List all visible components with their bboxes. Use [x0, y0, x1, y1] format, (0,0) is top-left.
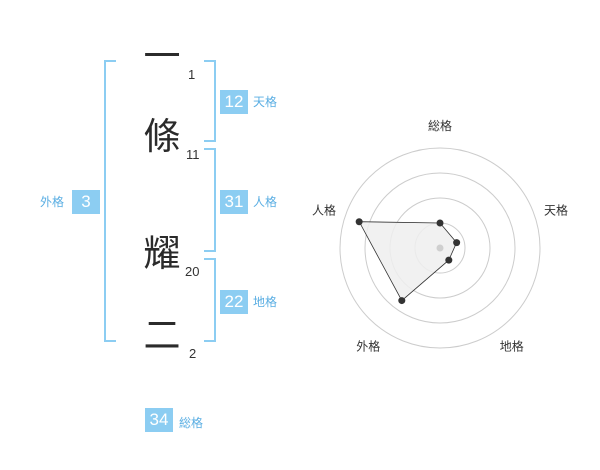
jinkaku-label: 人格	[253, 195, 278, 209]
tenkaku-badge: 12	[220, 90, 248, 114]
soukaku-badge: 34	[145, 408, 173, 432]
radar-point-人格	[355, 218, 363, 226]
radar-axis-label-1: 総格	[428, 118, 452, 133]
radar-points	[355, 218, 461, 305]
jinkaku-badge: 31	[220, 190, 248, 214]
jinkaku-bracket	[204, 148, 216, 252]
stroke-count-4: 2	[189, 346, 197, 361]
radar-axis-label-3: 地格	[500, 339, 524, 354]
gaikaku-label: 外格	[40, 195, 65, 209]
name-char-2: 條	[143, 115, 181, 158]
radar-axis-label-2: 天格	[544, 202, 568, 217]
radar-point-天格	[453, 239, 461, 247]
stroke-count-1: 1	[188, 67, 196, 82]
gaikaku-badge: 3	[72, 190, 100, 214]
tenkaku-label: 天格	[253, 95, 278, 109]
tenkaku-bracket	[204, 60, 216, 142]
radar-center-dot	[436, 244, 444, 252]
chikaku-label: 地格	[253, 295, 278, 309]
chikaku-bracket	[204, 258, 216, 342]
soukaku-label: 総格	[179, 416, 204, 430]
name-char-3: 耀	[143, 232, 181, 275]
name-char-1: 一	[143, 35, 181, 78]
stroke-count-3: 20	[185, 264, 200, 279]
radar-ring-4	[339, 147, 541, 349]
radar-point-地格	[445, 256, 453, 264]
radar-ring-3	[364, 172, 516, 324]
gaikaku-bracket	[104, 60, 116, 342]
name-char-4: 二	[143, 314, 181, 357]
radar-axis-label-4: 外格	[356, 339, 380, 354]
radar-data-polygon	[358, 221, 458, 302]
chikaku-badge: 22	[220, 290, 248, 314]
radar-point-外格	[398, 297, 406, 305]
radar-axis-label-5: 人格	[312, 202, 336, 217]
radar-point-総格	[436, 219, 444, 227]
stroke-count-2: 11	[186, 147, 200, 162]
